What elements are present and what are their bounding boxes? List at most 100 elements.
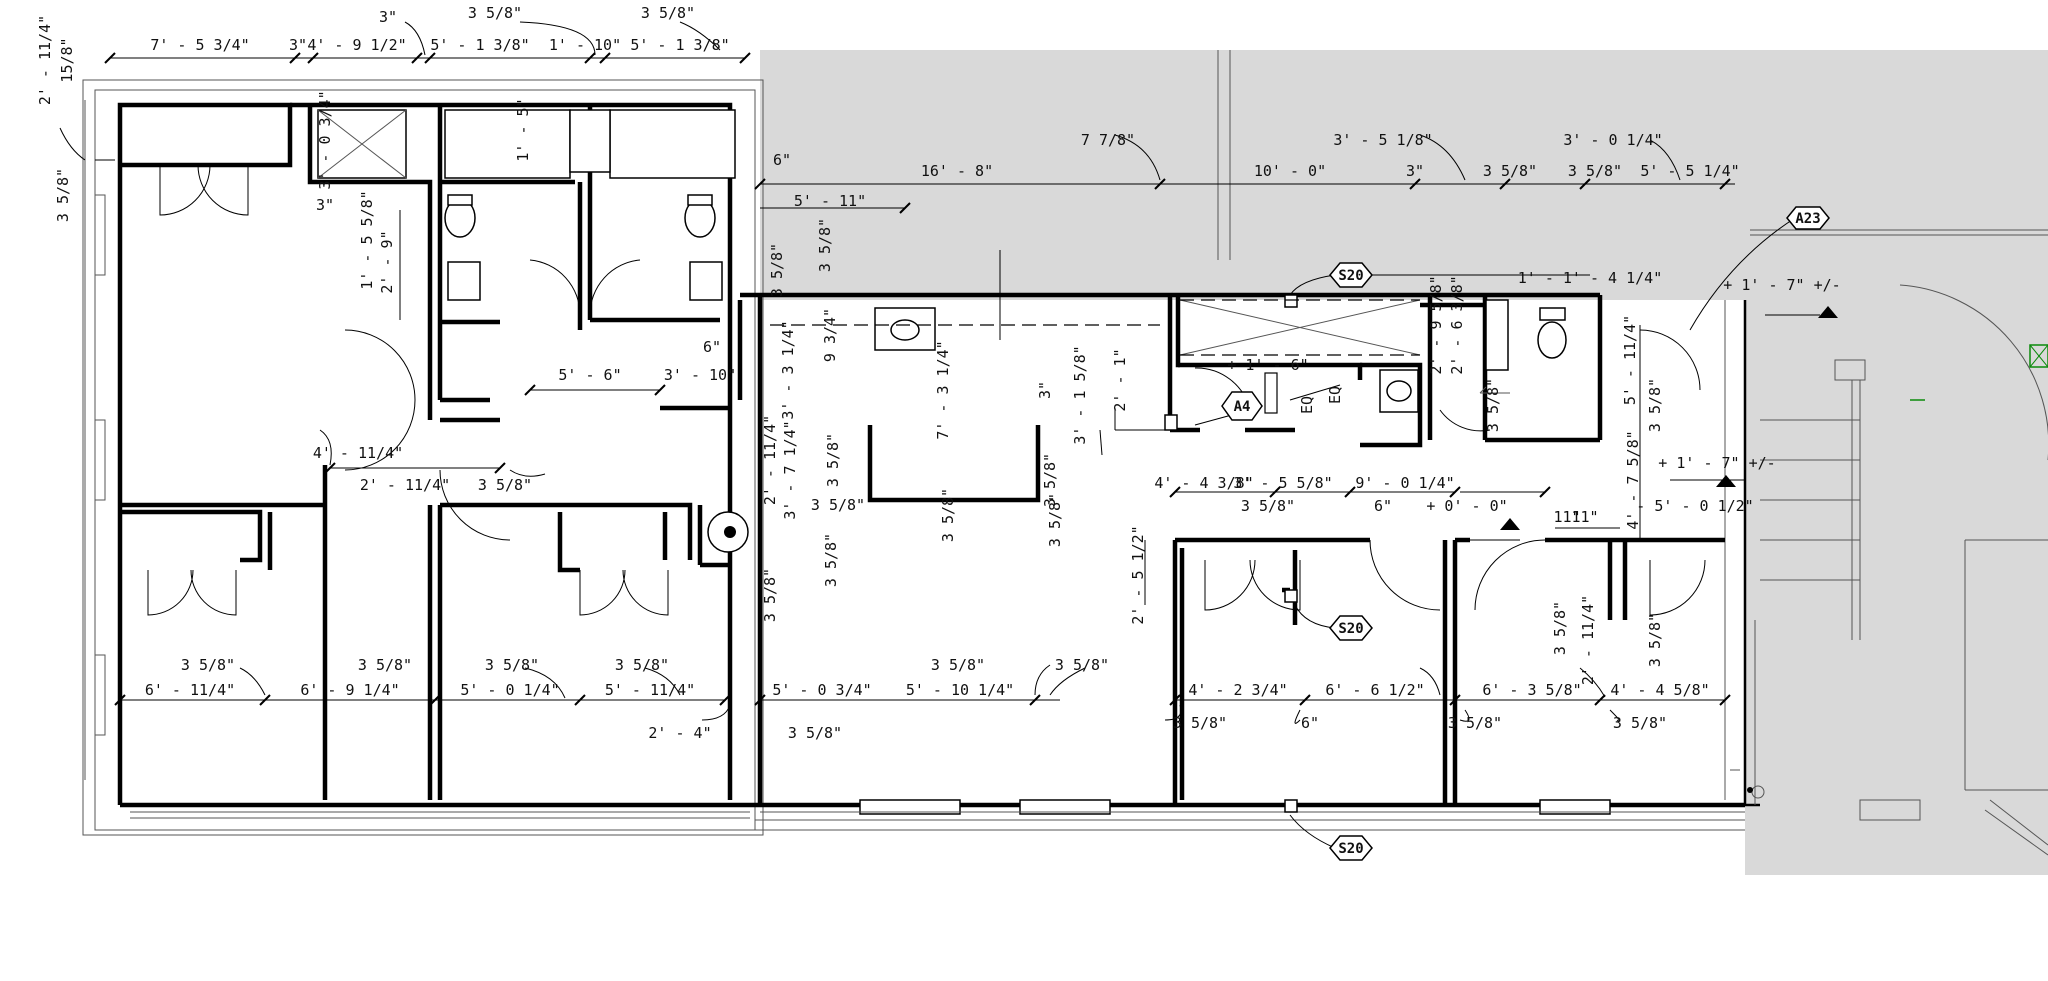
dimension-label: 5' - 1 3/8" bbox=[630, 36, 729, 54]
dimension-label: 3 5/8" bbox=[358, 656, 412, 674]
elevation-markers bbox=[724, 306, 2048, 793]
tag-s20-top[interactable]: S20 bbox=[1329, 262, 1373, 288]
dimension-label: 3' - 5 5/8" bbox=[1233, 474, 1332, 492]
dimension-label: 1' - 10" bbox=[549, 36, 621, 54]
dimension-label: 7' - 3 1/4" bbox=[934, 340, 952, 439]
tag-label: S20 bbox=[1338, 268, 1363, 284]
dimension-label: 3 5/8" bbox=[468, 4, 522, 22]
tag-s20-mid[interactable]: S20 bbox=[1329, 615, 1373, 641]
dimension-label: 3 5/8" bbox=[1173, 714, 1227, 732]
leaders bbox=[59, 21, 1796, 849]
dimension-label: - 5' - 0 1/2" bbox=[1636, 497, 1753, 515]
dimension-label: 2' - 9" bbox=[378, 230, 396, 293]
dimension-label: 3 5/8" bbox=[1483, 162, 1537, 180]
dimension-label: 3' - 7 1/4" bbox=[781, 420, 799, 519]
dimension-label: 3 5/8" bbox=[1241, 497, 1295, 515]
dimension-label: 3 5/8" bbox=[822, 533, 840, 587]
dimension-label: 3 5/8" bbox=[485, 656, 539, 674]
dimension-label: 2' - 4" bbox=[648, 724, 711, 742]
dimension-label: 3 5/8" bbox=[1646, 378, 1664, 432]
dimension-label: 3" bbox=[1406, 162, 1424, 180]
dimension-label: 6" bbox=[773, 151, 791, 169]
dimension-label: 3' - 0 1/4" bbox=[1563, 131, 1662, 149]
dimension-label: 3 5/8" bbox=[1055, 656, 1109, 674]
dimension-label: 3 5/8" bbox=[1484, 378, 1502, 432]
dimension-label: 2' - 11/4" bbox=[360, 476, 450, 494]
dimension-label: 3" bbox=[316, 196, 334, 214]
dimension-label: 1' - 1' - 4 1/4" bbox=[1518, 269, 1663, 287]
dimension-label: 7' - 5 3/4" bbox=[150, 36, 249, 54]
dimension-label: 3' - 0 3/4" bbox=[316, 90, 334, 189]
dimension-label: 3 5/8" bbox=[1646, 613, 1664, 667]
dimension-label: 3 5/8" bbox=[761, 568, 779, 622]
dimension-label: + 0' - 0" bbox=[1426, 497, 1507, 515]
dimension-label: 3" bbox=[379, 8, 397, 26]
dimension-label: 3' - 3 1/4" bbox=[779, 320, 797, 419]
tag-s20-bottom[interactable]: S20 bbox=[1329, 835, 1373, 861]
dimension-label: 5' - 1 3/8" bbox=[430, 36, 529, 54]
dimension-label: 2' - 6 3/8" bbox=[1448, 275, 1466, 374]
dimension-label: 2' - 1" bbox=[1111, 348, 1129, 411]
dimension-label: 9' - 0 1/4" bbox=[1355, 474, 1454, 492]
eq-label: EQ bbox=[1298, 396, 1316, 414]
dimension-label: 4' - 2 3/4" bbox=[1188, 681, 1287, 699]
dimension-label: 4' - 9 1/2" bbox=[307, 36, 406, 54]
dimension-label: 3" bbox=[1036, 381, 1054, 399]
dimension-label: 5' - 11" bbox=[794, 192, 866, 210]
dimension-label: 6' - 6 1/2" bbox=[1325, 681, 1424, 699]
dimension-label: 6" bbox=[703, 338, 721, 356]
dimension-lines bbox=[84, 57, 1820, 780]
tag-a23[interactable]: A23 bbox=[1786, 206, 1830, 230]
dimension-label: 2' - 11/4" bbox=[36, 15, 54, 105]
dimension-label: 3 5/8" bbox=[939, 488, 957, 542]
dimension-label: 4' - 4 5/8" bbox=[1610, 681, 1709, 699]
dimension-labels: 7' - 5 3/4" 3" 4' - 9 1/2" 3" 3 5/8" 5' - 1 3… bbox=[36, 4, 1841, 742]
dimension-label: 5' - 6" bbox=[558, 366, 621, 384]
dimension-label: 4' - 7 5/8" bbox=[1624, 430, 1642, 529]
tag-a4[interactable]: A4 bbox=[1221, 391, 1263, 421]
dimension-label: 4' - 11/4" bbox=[313, 444, 403, 462]
dimension-label: 3 5/8" bbox=[1568, 162, 1622, 180]
dimension-label: + 1' - 7" +/- bbox=[1658, 454, 1775, 472]
dimension-label: 3 5/8" bbox=[478, 476, 532, 494]
dimension-label: 3 5/8" bbox=[181, 656, 235, 674]
existing-context bbox=[760, 50, 2048, 875]
dimension-label: 5' - 11/4" bbox=[605, 681, 695, 699]
dimension-label: 3 5/8" bbox=[811, 496, 865, 514]
tag-label: S20 bbox=[1338, 841, 1363, 857]
dimension-label: 10' - 0" bbox=[1254, 162, 1326, 180]
dimension-label: 3 5/8" bbox=[641, 4, 695, 22]
dimension-label: 5' - 5 1/4" bbox=[1640, 162, 1739, 180]
dimension-label: 1' - 5 5/8" bbox=[358, 190, 376, 289]
dimension-label: 2' - 9 5/8" bbox=[1427, 275, 1445, 374]
dimension-label: 4' - 4 3/8" bbox=[1154, 474, 1253, 492]
dimension-label: 2' - 11/4" bbox=[1579, 595, 1597, 685]
tag-label: A23 bbox=[1795, 211, 1820, 227]
dimension-label: 3 5/8" bbox=[824, 433, 842, 487]
dimension-label: 2' - 5 1/2" bbox=[1129, 525, 1147, 624]
dimension-ticks bbox=[104, 52, 1731, 706]
dimension-label: 3 5/8" bbox=[768, 243, 786, 297]
dimension-label: 6' - 11/4" bbox=[145, 681, 235, 699]
building-outline bbox=[82, 79, 1745, 836]
hidden-lines bbox=[770, 50, 2048, 856]
dimension-label: + 1' - 7" +/- bbox=[1723, 276, 1840, 294]
dimension-label: 3 5/8" bbox=[615, 656, 669, 674]
dimension-label: 3' - 5 1/8" bbox=[1333, 131, 1432, 149]
dimension-label: 5' - 0 1/4" bbox=[460, 681, 559, 699]
dimension-label: 5' - 11/4" bbox=[1621, 315, 1639, 405]
dimension-label: + 1' - 6" bbox=[1227, 356, 1308, 374]
dimension-label: 3 5/8" bbox=[1613, 714, 1667, 732]
dimension-label: 6" bbox=[1301, 714, 1319, 732]
dimension-label: 3 5/8" bbox=[816, 218, 834, 272]
dimension-label: 16' - 8" bbox=[921, 162, 993, 180]
eq-label: EQ bbox=[1326, 386, 1344, 404]
tag-label: S20 bbox=[1338, 621, 1363, 637]
dimension-label: 6" bbox=[1374, 497, 1392, 515]
dimension-label: 7 7/8" bbox=[1081, 131, 1135, 149]
windows bbox=[94, 194, 1745, 819]
dimension-label: 6' - 3 5/8" bbox=[1482, 681, 1581, 699]
dimension-label: 3 5/8" bbox=[54, 168, 72, 222]
dimension-label: 3 5/8" bbox=[788, 724, 842, 742]
